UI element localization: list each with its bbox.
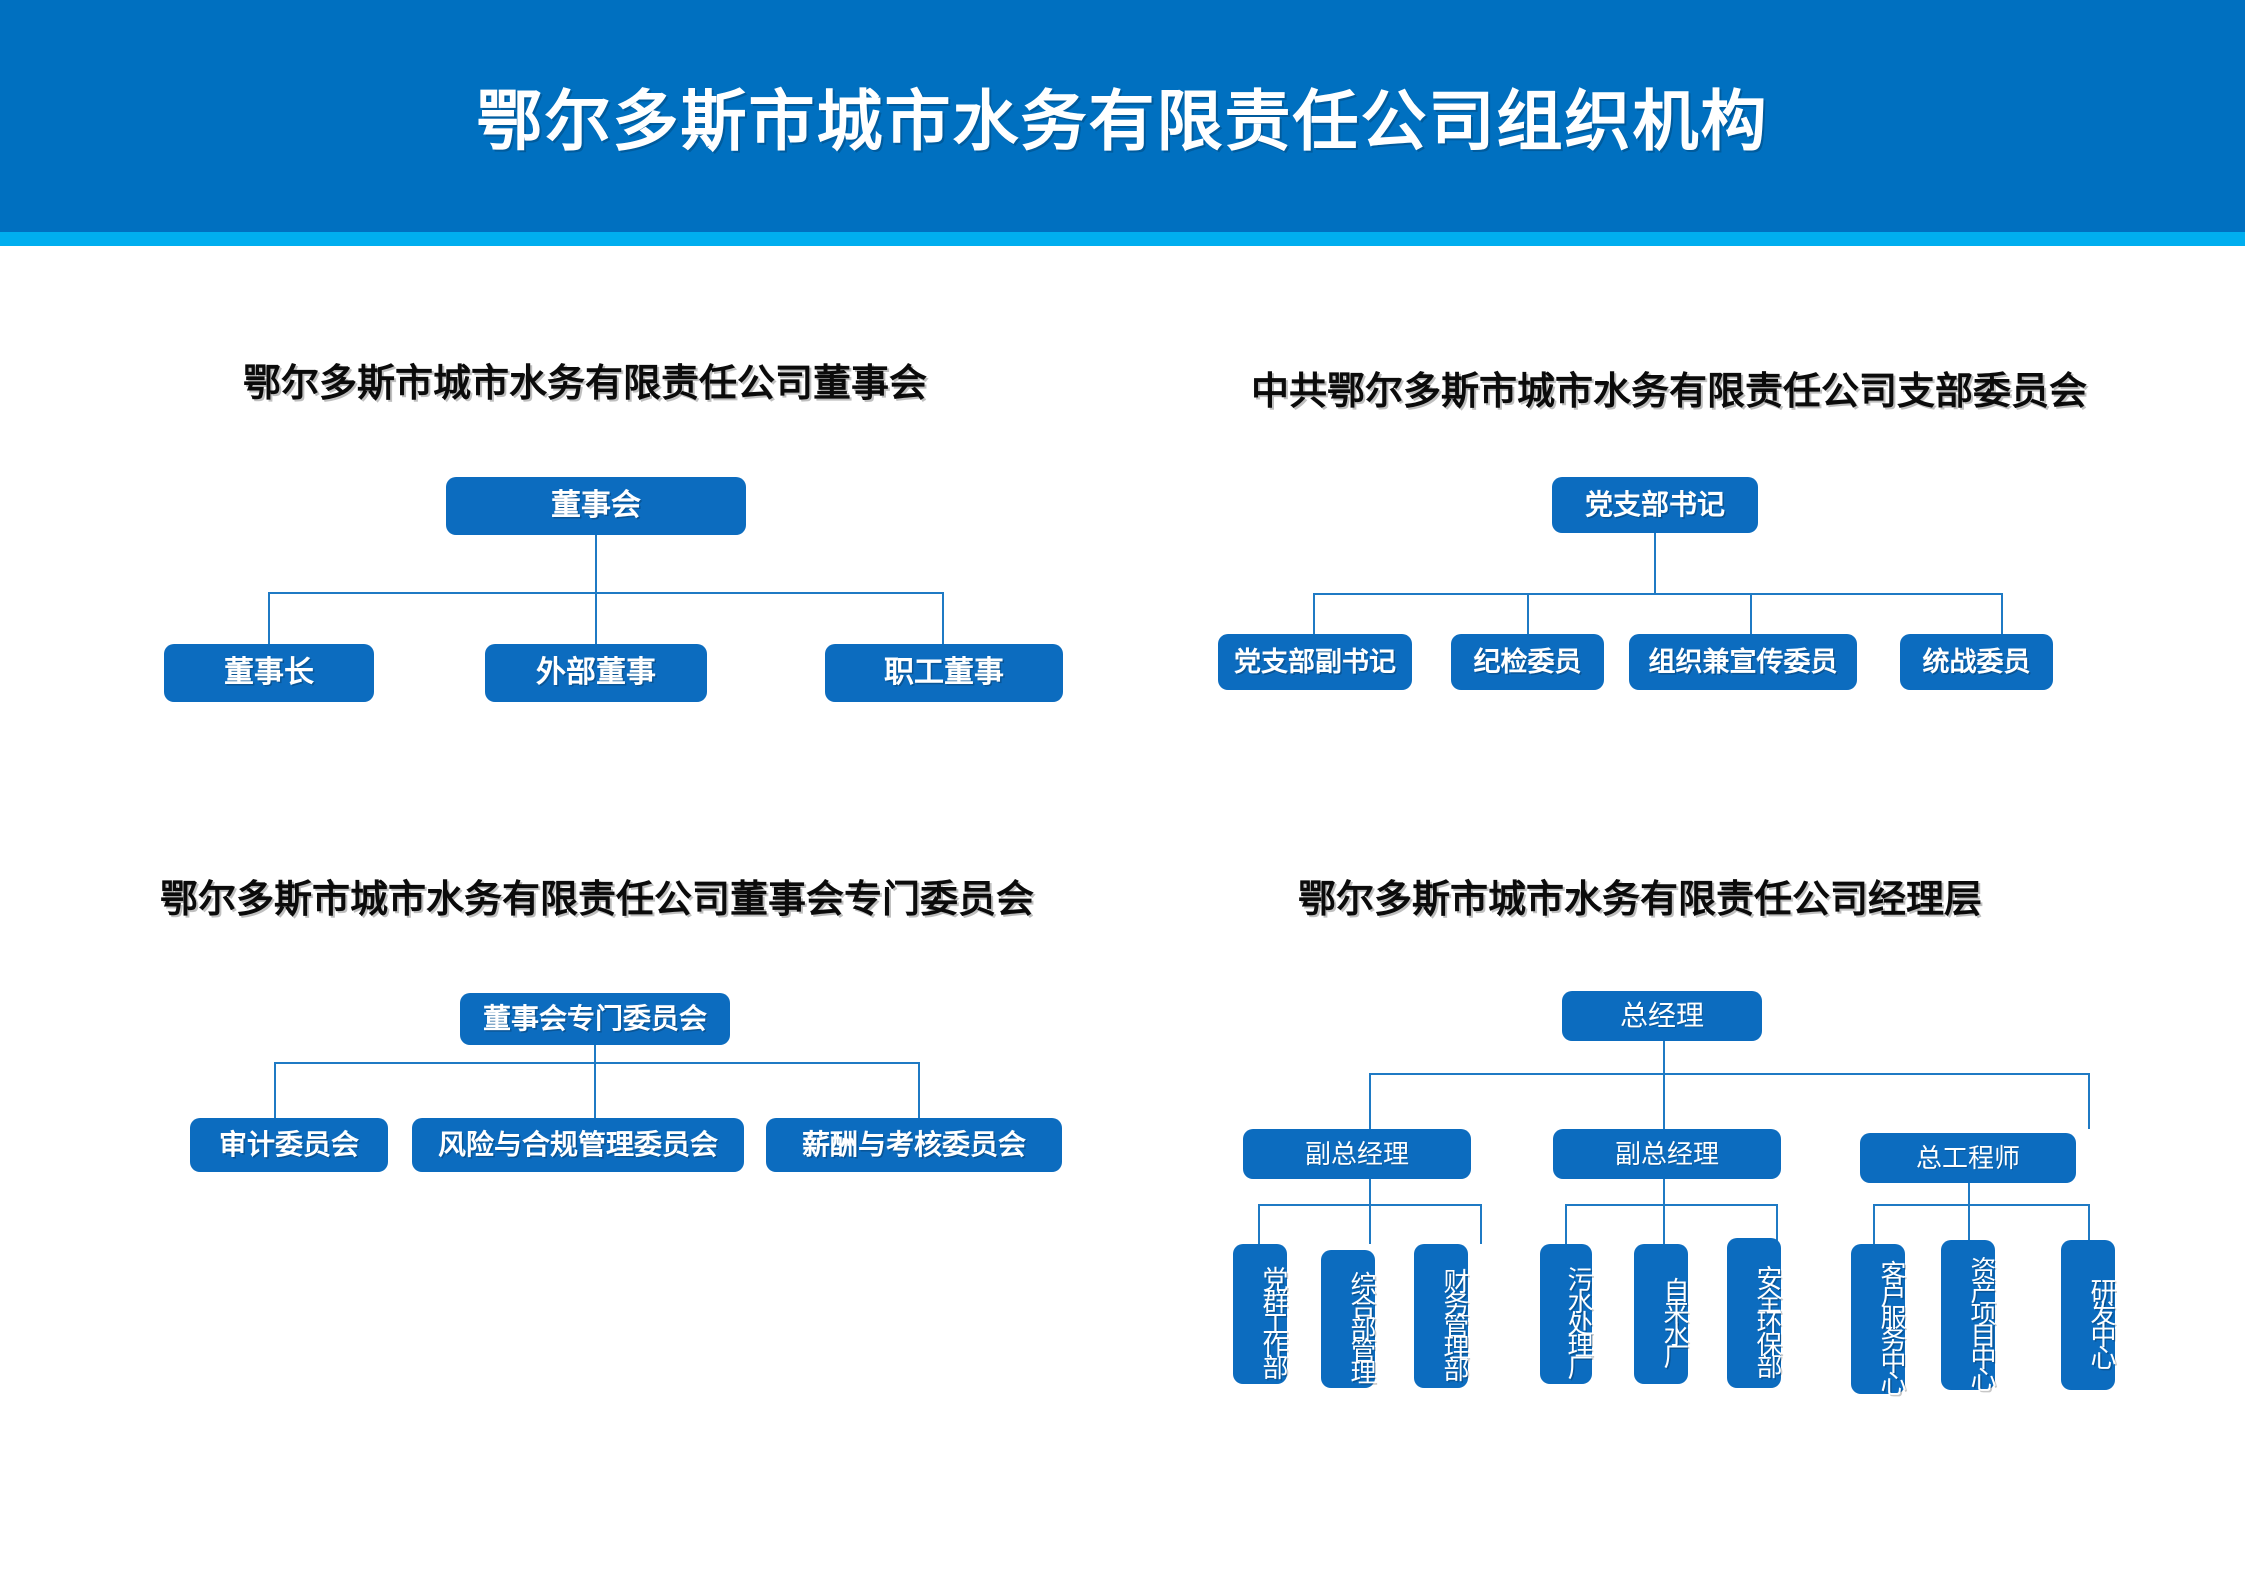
- connector-board-stem: [595, 535, 597, 592]
- connector-board-drop-1: [268, 592, 270, 644]
- connector-branch1-drop-1: [1663, 1204, 1665, 1244]
- node-party-root[interactable]: 党支部书记: [1552, 477, 1758, 533]
- node-committees-child-0[interactable]: 审计委员会: [190, 1118, 388, 1172]
- connector-board-drop-3: [942, 592, 944, 644]
- page-title: 鄂尔多斯市城市水务有限责任公司组织机构: [476, 84, 1769, 158]
- connector-party-bus: [1313, 593, 2003, 595]
- node-department-2-2[interactable]: 研发中心: [2061, 1240, 2117, 1390]
- connector-branch0-drop-0: [1258, 1204, 1260, 1244]
- connector-board-drop-2: [595, 592, 597, 644]
- connector-management-drop-1: [1663, 1073, 1665, 1129]
- connector-party-drop-1: [1527, 593, 1529, 643]
- node-department-0-0[interactable]: 党群工作部: [1233, 1244, 1289, 1384]
- node-department-1-0[interactable]: 污水处理厂: [1540, 1244, 1594, 1384]
- connector-branch2-drop-0: [1873, 1204, 1875, 1244]
- connector-branch1-drop-0: [1565, 1204, 1567, 1244]
- node-committees-child-1[interactable]: 风险与合规管理委员会: [412, 1118, 744, 1172]
- connector-management-drop-0: [1369, 1073, 1371, 1129]
- node-board-child-0[interactable]: 董事长: [164, 644, 374, 702]
- section-title-board: 鄂尔多斯市城市水务有限责任公司董事会: [243, 363, 928, 405]
- node-board-root[interactable]: 董事会: [446, 477, 746, 535]
- node-department-2-1[interactable]: 资产项目中心: [1941, 1240, 1997, 1390]
- node-department-1-2[interactable]: 安全环保部: [1727, 1238, 1783, 1388]
- connector-committees-bus: [274, 1062, 920, 1064]
- connector-branch2-bus: [1873, 1204, 2088, 1206]
- connector-management-bus: [1369, 1073, 2089, 1075]
- connector-management-drop-2: [2088, 1073, 2090, 1129]
- node-committees-child-2[interactable]: 薪酬与考核委员会: [766, 1118, 1062, 1172]
- connector-branch0-stem: [1369, 1179, 1371, 1219]
- node-department-1-1[interactable]: 自来水厂: [1634, 1244, 1690, 1384]
- connector-party-stem: [1654, 533, 1656, 593]
- connector-branch1-stem: [1663, 1179, 1665, 1219]
- section-title-committees: 鄂尔多斯市城市水务有限责任公司董事会专门委员会: [160, 879, 1035, 921]
- header-banner: [0, 0, 2245, 232]
- connector-committees-drop-0: [274, 1062, 276, 1118]
- node-party-child-2[interactable]: 组织兼宣传委员: [1629, 634, 1857, 690]
- connector-branch2-drop-2: [2088, 1204, 2090, 1244]
- node-board-child-2[interactable]: 职工董事: [825, 644, 1063, 702]
- connector-branch1-bus: [1565, 1204, 1776, 1206]
- connector-committees-drop-1: [594, 1062, 596, 1118]
- node-management-root[interactable]: 总经理: [1562, 991, 1762, 1041]
- node-department-0-2[interactable]: 财务管理部: [1414, 1244, 1470, 1388]
- header-accent-stripe: [0, 232, 2245, 246]
- connector-party-drop-0: [1313, 593, 1315, 643]
- connector-party-drop-3: [2001, 593, 2003, 643]
- connector-board-bus: [268, 592, 944, 594]
- node-management-branch-2[interactable]: 总工程师: [1860, 1133, 2076, 1183]
- connector-party-drop-2: [1750, 593, 1752, 643]
- node-department-0-1[interactable]: 综合部管理: [1321, 1250, 1377, 1388]
- section-title-party: 中共鄂尔多斯市城市水务有限责任公司支部委员会: [1251, 371, 2088, 413]
- node-party-child-3[interactable]: 统战委员: [1900, 634, 2053, 690]
- node-party-child-1[interactable]: 纪检委员: [1451, 634, 1604, 690]
- connector-branch2-stem: [1968, 1183, 1970, 1219]
- node-board-child-1[interactable]: 外部董事: [485, 644, 707, 702]
- connector-branch1-drop-2: [1776, 1204, 1778, 1244]
- connector-committees-drop-2: [918, 1062, 920, 1118]
- node-management-branch-1[interactable]: 副总经理: [1553, 1129, 1781, 1179]
- node-management-branch-0[interactable]: 副总经理: [1243, 1129, 1471, 1179]
- node-committees-root[interactable]: 董事会专门委员会: [460, 993, 730, 1045]
- connector-branch0-drop-2: [1480, 1204, 1482, 1244]
- node-party-child-0[interactable]: 党支部副书记: [1218, 634, 1412, 690]
- connector-branch2-drop-1: [1968, 1204, 1970, 1244]
- section-title-management: 鄂尔多斯市城市水务有限责任公司经理层: [1298, 879, 1983, 921]
- node-department-2-0[interactable]: 客户服务中心: [1851, 1244, 1907, 1394]
- connector-branch0-drop-1: [1369, 1204, 1371, 1244]
